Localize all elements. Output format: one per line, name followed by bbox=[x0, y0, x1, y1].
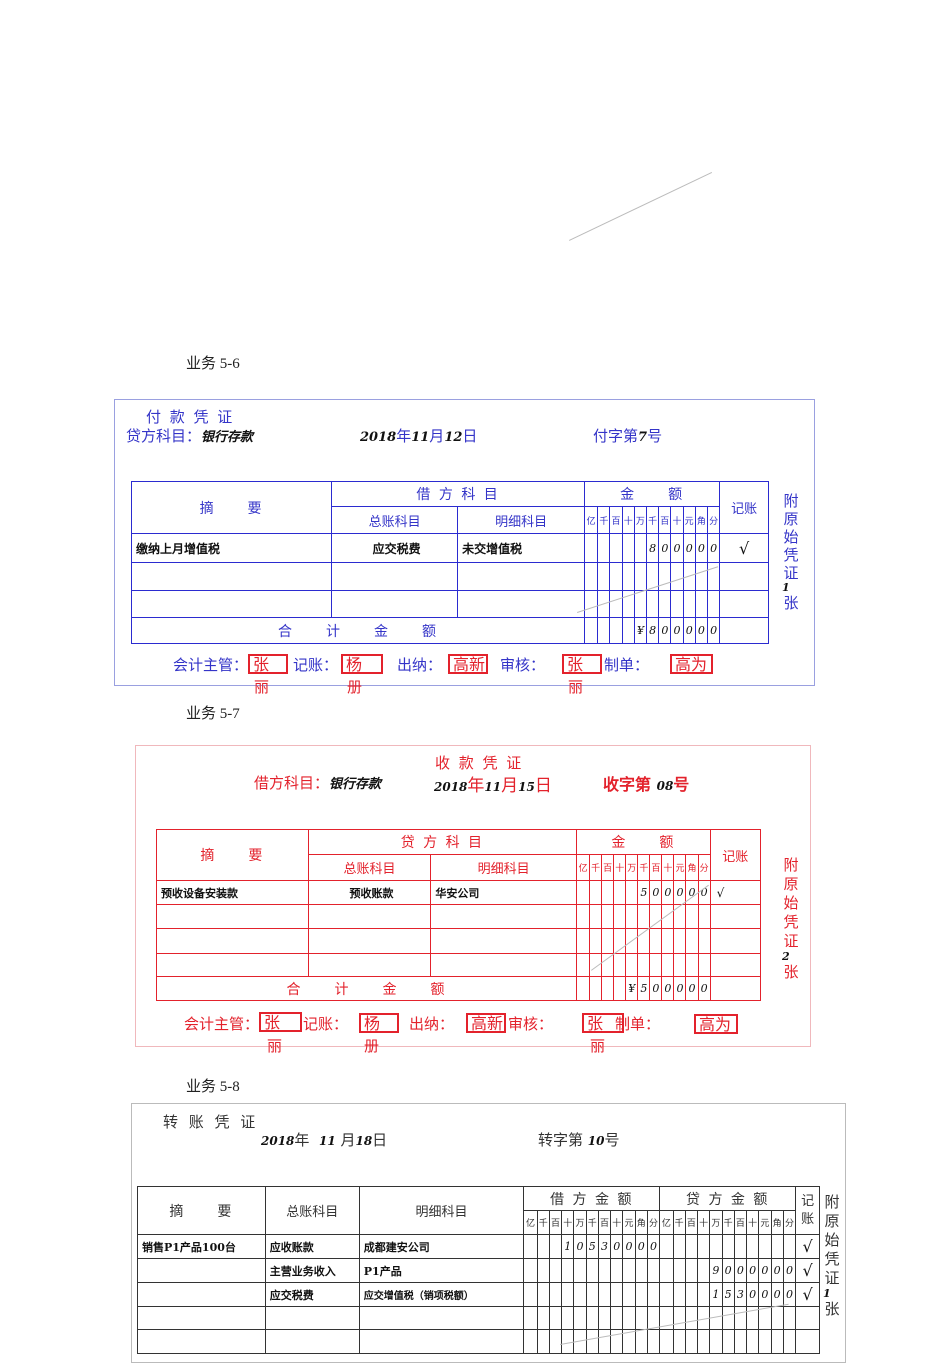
bookkeeper-signature: 杨 bbox=[341, 654, 383, 674]
summary-header: 摘 要 bbox=[156, 829, 309, 881]
attachment-count: 1 bbox=[823, 1287, 831, 1300]
credit-amount-header: 贷 方 金 额 bbox=[659, 1186, 797, 1211]
attachment-count: 2 bbox=[782, 950, 790, 963]
unit-row: 总账科目 明细科目 亿千百十万千百十元角分 bbox=[132, 506, 769, 534]
receipt-debit-account: 借方科目：银行存款 bbox=[254, 774, 382, 792]
stray-diagonal-line bbox=[569, 171, 713, 241]
unit-row: 总账科目 明细科目 亿千百十万千百十元角分 bbox=[157, 854, 761, 881]
transfer-voucher-number: 转字第 10号 bbox=[538, 1131, 620, 1149]
general-account-header: 总账科目 bbox=[331, 506, 459, 534]
table-row bbox=[156, 904, 762, 929]
preparer-signature: 高为 bbox=[670, 654, 713, 674]
attachment-count: 1 bbox=[782, 581, 790, 594]
payment-voucher bbox=[114, 399, 815, 686]
receipt-voucher-title: 收 款 凭 证 bbox=[435, 754, 524, 772]
credit-account-header: 贷 方 科 目 bbox=[307, 829, 578, 855]
receipt-voucher-number: 收字第 08号 bbox=[603, 775, 690, 794]
table-row bbox=[137, 1329, 820, 1354]
detail-account-header: 明细科目 bbox=[358, 1186, 525, 1235]
receipt-date: 2018年11月15日 bbox=[434, 776, 552, 796]
cashier-signature: 高新 bbox=[466, 1013, 506, 1033]
auditor-signature: 张 bbox=[562, 654, 602, 674]
payment-date: 2018年11月12日 bbox=[360, 427, 478, 445]
auditor-label: 审核： bbox=[508, 1015, 554, 1033]
payment-voucher-title: 付 款 凭 证 bbox=[146, 408, 235, 426]
table-row bbox=[130, 590, 769, 618]
payment-voucher-table: 摘 要 借 方 科 目 金 额 记账 总账科目 明细科目 亿千百十万千百十元角分… bbox=[130, 481, 769, 644]
credit-account-label: 贷方科目： bbox=[126, 427, 202, 445]
posted-check: √ bbox=[709, 880, 762, 905]
preparer-signature: 高为 bbox=[694, 1014, 738, 1034]
posted-header: 记账 bbox=[795, 1186, 820, 1235]
preparer-label: 制单： bbox=[615, 1015, 661, 1033]
amount-header: 金 额 bbox=[584, 481, 721, 507]
bookkeeper-label: 记账： bbox=[303, 1015, 349, 1033]
cashier-label: 出纳： bbox=[397, 656, 443, 674]
summary-header: 摘 要 bbox=[137, 1186, 266, 1235]
posted-check: √ bbox=[795, 1258, 820, 1283]
table-row bbox=[130, 562, 769, 591]
total-label: 合 计 金 额 bbox=[155, 976, 578, 1001]
debit-amount-header: 借 方 金 额 bbox=[523, 1186, 661, 1211]
business-label-5-6: 业务 5-6 bbox=[186, 356, 240, 372]
attachment-note: 附 原 始 凭 证 1 张 bbox=[823, 1193, 840, 1318]
cashier-signature: 高新 bbox=[448, 654, 488, 674]
general-account-header: 总账科目 bbox=[264, 1186, 360, 1235]
auditor-signature: 张 bbox=[582, 1013, 624, 1033]
cashier-label: 出纳： bbox=[409, 1015, 455, 1033]
total-label: 合 计 金 额 bbox=[130, 617, 586, 644]
supervisor-signature: 张 bbox=[259, 1012, 302, 1032]
detail-account-header: 明细科目 bbox=[430, 854, 578, 881]
business-label-5-8: 业务 5-8 bbox=[186, 1079, 240, 1095]
transfer-voucher-table: 摘 要 总账科目 明细科目 借 方 金 额 贷 方 金 额 记账 亿千百十万千百… bbox=[137, 1186, 820, 1354]
table-row bbox=[137, 1306, 820, 1330]
bookkeeper-signature: 杨 bbox=[359, 1013, 399, 1033]
debit-account-header: 借 方 科 目 bbox=[331, 481, 586, 507]
attachment-note: 附 原 始 凭 证 1 张 bbox=[782, 492, 799, 612]
amount-header: 金 额 bbox=[576, 829, 711, 855]
transfer-voucher-title: 转 账 凭 证 bbox=[163, 1113, 259, 1131]
supervisor-label: 会计主管： bbox=[173, 656, 249, 674]
general-account-header: 总账科目 bbox=[307, 854, 432, 881]
receipt-voucher-table: 摘 要 贷 方 科 目 金 额 记账 总账科目 明细科目 亿千百十万千百十元角分… bbox=[155, 829, 762, 1001]
bookkeeper-label: 记账： bbox=[293, 656, 339, 674]
detail-account-header: 明细科目 bbox=[457, 506, 586, 534]
preparer-label: 制单： bbox=[604, 656, 650, 674]
posted-check: √ bbox=[795, 1234, 820, 1259]
table-row bbox=[156, 928, 762, 954]
business-label-5-7: 业务 5-7 bbox=[186, 706, 240, 722]
posted-check: √ bbox=[719, 533, 769, 563]
receipt-voucher bbox=[135, 745, 811, 1047]
attachment-note: 附 原 始 凭 证 2 张 bbox=[782, 856, 799, 981]
posted-header: 记账 bbox=[709, 829, 762, 881]
summary-header: 摘 要 bbox=[130, 481, 333, 534]
posted-check: √ bbox=[795, 1282, 820, 1307]
posted-header: 记账 bbox=[719, 481, 769, 534]
payment-voucher-number: 付字第7号 bbox=[593, 427, 663, 445]
table-row bbox=[156, 953, 762, 977]
supervisor-label: 会计主管： bbox=[184, 1015, 260, 1033]
auditor-label: 审核： bbox=[500, 656, 546, 674]
payment-credit-account: 贷方科目：银行存款 bbox=[126, 425, 253, 446]
credit-account-value: 银行存款 bbox=[201, 430, 254, 445]
supervisor-signature: 张 bbox=[248, 654, 288, 674]
transfer-date: 2018年 11 月18日 bbox=[261, 1131, 388, 1149]
